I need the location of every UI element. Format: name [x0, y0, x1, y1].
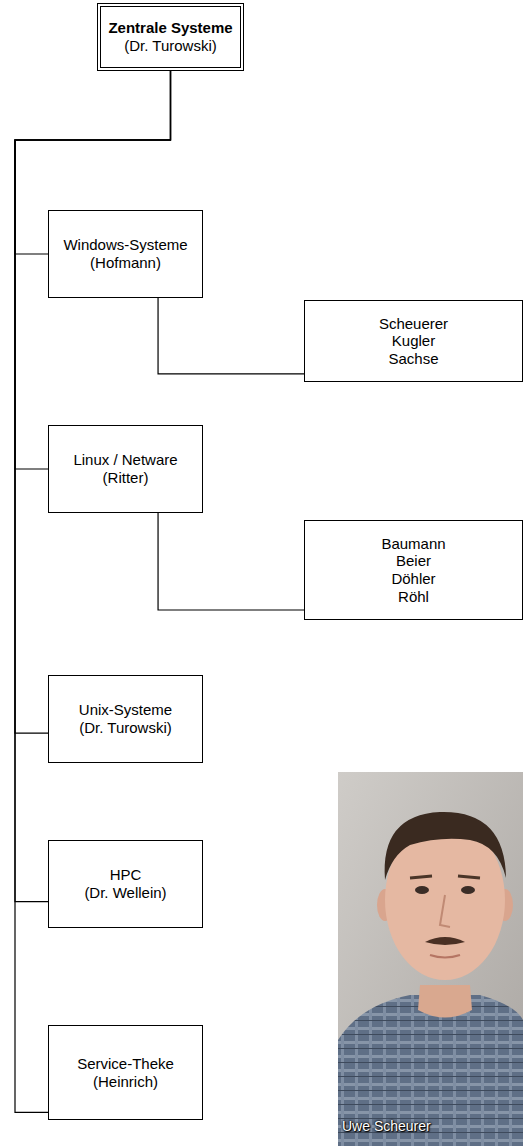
photo-caption: Uwe Scheurer	[342, 1118, 431, 1134]
unit-name: Zentrale Systeme	[108, 19, 232, 37]
unit-box: Service-Theke(Heinrich)	[48, 1025, 203, 1120]
unit-lead: (Ritter)	[103, 469, 149, 487]
unit-box: HPC(Dr. Wellein)	[48, 840, 203, 928]
unit-name: HPC	[110, 866, 142, 884]
unit-name: Scheuerer Kugler Sachse	[379, 315, 448, 368]
org-connector	[158, 298, 304, 374]
unit-lead: (Heinrich)	[93, 1073, 158, 1091]
unit-name: Baumann Beier Döhler Röhl	[381, 535, 445, 605]
unit-name: Service-Theke	[77, 1055, 174, 1073]
unit-lead: (Dr. Turowski)	[124, 37, 217, 55]
unit-box: Linux / Netware(Ritter)	[48, 425, 203, 513]
unit-lead: (Dr. Wellein)	[84, 884, 166, 902]
org-connector	[15, 71, 171, 469]
org-connector	[158, 513, 304, 610]
unit-name: Linux / Netware	[73, 451, 177, 469]
unit-lead: (Hofmann)	[90, 254, 161, 272]
staff-box: Scheuerer Kugler Sachse	[304, 300, 523, 382]
photo-content	[338, 772, 523, 1146]
head-unit-box: Zentrale Systeme(Dr. Turowski)	[97, 3, 244, 71]
staff-box: Baumann Beier Döhler Röhl	[304, 520, 523, 620]
org-connector	[15, 71, 171, 733]
unit-lead: (Dr. Turowski)	[79, 719, 172, 737]
unit-name: Windows-Systeme	[63, 236, 187, 254]
unit-box: Unix-Systeme(Dr. Turowski)	[48, 675, 203, 763]
unit-name: Unix-Systeme	[79, 701, 172, 719]
unit-box: Windows-Systeme(Hofmann)	[48, 210, 203, 298]
